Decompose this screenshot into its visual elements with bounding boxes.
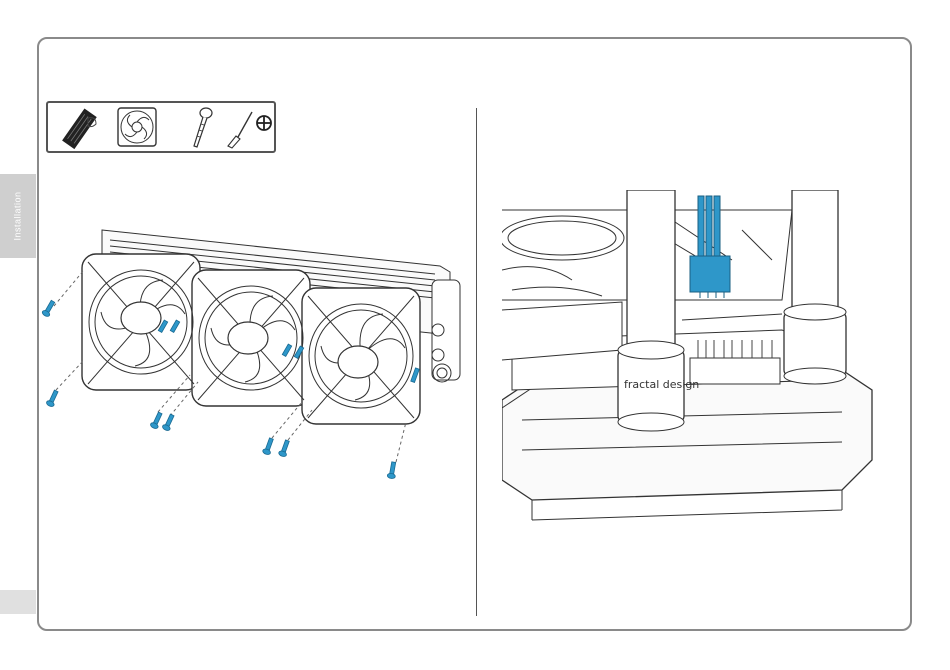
fitting-brand-lettering: fractal design [624, 378, 699, 391]
radiator-icon [54, 106, 106, 150]
fan-icon [114, 106, 160, 150]
radiator-fan-assembly-illustration [40, 210, 470, 485]
screw-icon [188, 106, 214, 150]
section-tab-label: Installation [13, 191, 23, 240]
section-tab: Installation [0, 174, 36, 258]
column-divider [476, 108, 477, 616]
page-number-tab [0, 590, 36, 614]
phillips-screwdriver-icon [224, 106, 274, 150]
pump-fan-connector-illustration: fractal design [502, 190, 882, 530]
required-tools-box [46, 101, 276, 153]
